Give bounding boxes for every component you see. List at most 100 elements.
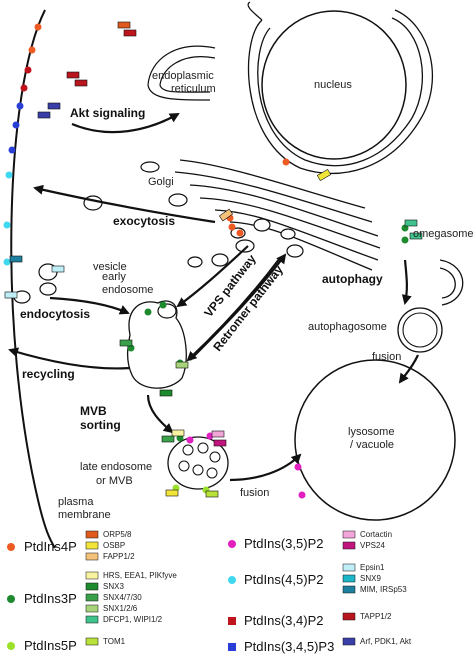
legend-lipid-0: PtdIns4P xyxy=(24,539,77,554)
lipid-legend: PtdIns4P PtdIns3P PtdIns5P PtdIns(3,5)P2… xyxy=(7,536,334,654)
golgi-label: Golgi xyxy=(148,176,174,188)
legend-lipid-swatch-0 xyxy=(7,543,15,551)
late-endosome-label-2: or MVB xyxy=(96,475,133,487)
plasma-membrane xyxy=(10,9,56,549)
early-endosome-label-1: early xyxy=(102,271,126,283)
akt-signaling-arrow xyxy=(71,113,180,134)
legend-effector-swatch xyxy=(85,582,99,591)
mvb-arrow xyxy=(146,394,174,434)
legend-lipid-6: PtdIns(3,4,5)P3 xyxy=(244,639,334,654)
exocytosis-label: exocytosis xyxy=(113,214,175,228)
akt-signaling-label: Akt signaling xyxy=(70,106,145,120)
er-membrane xyxy=(247,9,434,175)
omegasome-shape xyxy=(439,259,464,306)
legend-effector-label: MIM, IRSp53 xyxy=(360,585,407,594)
endocytosis-label: endocytosis xyxy=(20,307,90,321)
legend-effector-label: Cortactin xyxy=(360,530,392,539)
legend-effector-swatch xyxy=(85,637,99,646)
legend-effector-label: DFCP1, WIPI1/2 xyxy=(103,615,163,624)
legend-lipid-swatch-5 xyxy=(228,617,236,625)
legend-effector-swatch xyxy=(342,563,356,572)
vps-arrow xyxy=(176,245,249,308)
effector-markers xyxy=(4,21,423,498)
omegasome-inner xyxy=(439,267,456,299)
legend-lipid-5: PtdIns(3,4)P2 xyxy=(244,613,324,628)
legend-lipid-swatch-2 xyxy=(7,642,15,650)
omegasome-label: omegasome xyxy=(413,228,474,240)
autophagosome-label: autophagosome xyxy=(308,321,387,333)
mvb-sorting-label-2: sorting xyxy=(80,418,121,432)
legend-effector-swatch xyxy=(342,574,356,583)
golgi-stack xyxy=(174,159,381,271)
legend-effector-swatch xyxy=(342,637,356,646)
late-endosome-label-1: late endosome xyxy=(80,461,152,473)
lysosome-label-2: / vacuole xyxy=(350,439,394,451)
legend-effector-swatch xyxy=(342,612,356,621)
legend-effector-label: OSBP xyxy=(103,541,125,550)
fusion-label-2: fusion xyxy=(240,487,269,499)
legend-lipid-2: PtdIns5P xyxy=(24,638,77,653)
mvb-vesicles xyxy=(178,442,221,479)
er-tubule xyxy=(247,1,263,21)
legend-effector-swatch xyxy=(85,541,99,550)
fusion-arrow-1 xyxy=(398,354,419,384)
retromer-pathway-label: Retromer pathway xyxy=(210,262,286,353)
lysosome-shape xyxy=(294,359,456,521)
legend-effector-label: Arf, PDK1, Akt xyxy=(360,637,412,646)
endocytosis-arrow xyxy=(49,296,130,315)
fusion-label-1: fusion xyxy=(372,351,401,363)
legend-lipid-4: PtdIns(4,5)P2 xyxy=(244,572,324,587)
legend-lipid-swatch-4 xyxy=(228,576,236,584)
fusion-arrow-2 xyxy=(229,453,302,482)
legend-effector-label: Epsin1 xyxy=(360,563,385,572)
legend-effector-label: SNX4/7/30 xyxy=(103,593,142,602)
legend-effector-swatch xyxy=(85,571,99,580)
recycling-label: recycling xyxy=(22,367,75,381)
legend-lipid-swatch-3 xyxy=(228,540,236,548)
legend-effector-label: SNX1/2/6 xyxy=(103,604,138,613)
vesicle-label: vesicle xyxy=(93,261,127,273)
mvb-sorting-label-1: MVB xyxy=(80,404,107,418)
autophagosome-inner xyxy=(402,312,438,348)
legend-effector-swatch xyxy=(342,585,356,594)
legend-effector-swatch xyxy=(85,604,99,613)
legend-effector-swatch xyxy=(342,530,356,539)
legend-effector-label: VPS24 xyxy=(360,541,385,550)
er-tubule-2 xyxy=(147,45,216,101)
legend-lipid-swatch-6 xyxy=(228,643,236,651)
nucleus-label: nucleus xyxy=(314,79,352,91)
legend-effector-swatch xyxy=(85,615,99,624)
er-tubule-3 xyxy=(159,56,216,93)
legend-effector-label: SNX9 xyxy=(360,574,381,583)
retromer-arrow-back xyxy=(186,257,281,362)
lysosome-label-1: lysosome xyxy=(348,426,394,438)
legend-effector-swatch xyxy=(85,530,99,539)
er-label-1: endoplasmic xyxy=(152,70,214,82)
autophagy-label: autophagy xyxy=(322,272,383,286)
nucleus-shape xyxy=(261,10,407,160)
legend-effector-swatch xyxy=(342,541,356,550)
legend-lipid-swatch-1 xyxy=(7,595,15,603)
exocytosis-arrow xyxy=(33,184,216,224)
legend-lipid-1: PtdIns3P xyxy=(24,591,77,606)
legend-effector-label: ORP5/8 xyxy=(103,530,132,539)
pathway-arrows xyxy=(8,113,419,482)
legend-effector-swatch xyxy=(85,552,99,561)
er-label-2: reticulum xyxy=(171,83,216,95)
legend-effector-swatch xyxy=(85,593,99,602)
er-membrane-2 xyxy=(257,17,424,167)
plasma-membrane-label-2: membrane xyxy=(58,509,111,521)
autophagy-arrow xyxy=(401,259,412,305)
legend-effector-label: HRS, EEA1, PIKfyve xyxy=(103,571,177,580)
recycling-arrow xyxy=(8,347,131,370)
legend-effector-label: TAPP1/2 xyxy=(360,612,392,621)
early-endosome-label-2: endosome xyxy=(102,284,153,296)
plasma-membrane-label-1: plasma xyxy=(58,496,94,508)
golgi-vesicles xyxy=(83,161,304,268)
early-endosome-shape xyxy=(126,300,187,389)
legend-effector-label: TOM1 xyxy=(103,637,126,646)
legend-effector-label: SNX3 xyxy=(103,582,124,591)
